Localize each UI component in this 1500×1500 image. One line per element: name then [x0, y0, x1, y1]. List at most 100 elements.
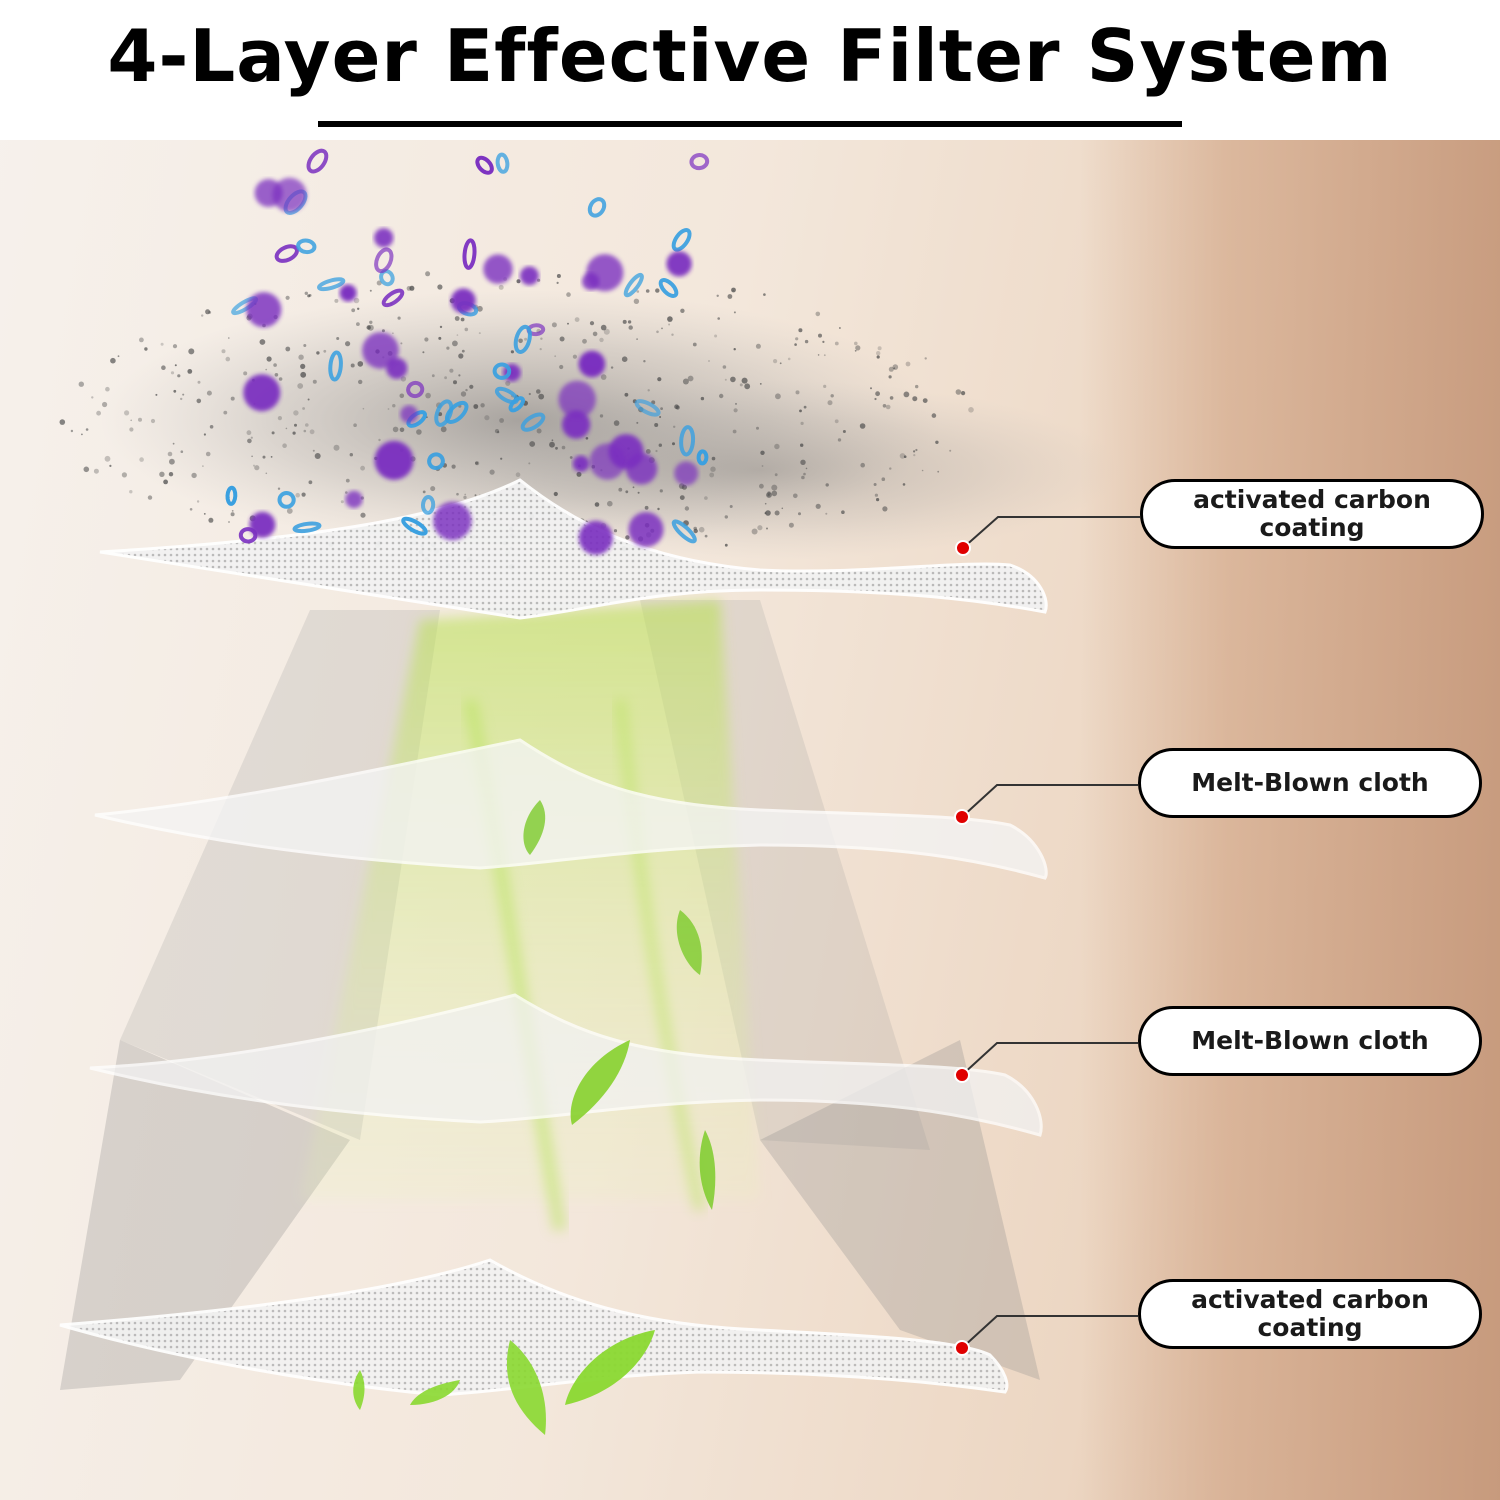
dust-particle: [387, 408, 390, 410]
dust-particle: [622, 319, 627, 324]
dust-particle: [285, 295, 290, 300]
dust-particle: [659, 416, 662, 418]
dust-particle: [536, 389, 541, 394]
dust-particle: [711, 456, 716, 461]
dust-particle: [453, 380, 457, 385]
dust-particle: [968, 407, 974, 413]
dust-particle: [704, 534, 708, 538]
dust-particle: [484, 415, 490, 421]
dust-particle: [362, 407, 365, 410]
dust-particle: [505, 380, 511, 386]
virus-icon: [674, 461, 699, 486]
dust-particle: [167, 451, 173, 457]
dust-particle: [684, 506, 690, 511]
leaf-icon: [523, 800, 546, 855]
dust-particle: [357, 361, 364, 367]
dust-particle: [771, 490, 778, 497]
dust-particle: [716, 294, 719, 297]
dust-particle: [719, 393, 724, 399]
title-underline: [318, 121, 1182, 127]
dust-particle: [800, 443, 804, 447]
dust-particle: [340, 500, 344, 504]
dust-particle: [733, 408, 738, 413]
dust-particle: [397, 316, 401, 320]
leaf-icon: [699, 1130, 716, 1210]
dust-particle: [859, 423, 866, 429]
dust-particle: [624, 392, 629, 397]
virus-icon: [339, 284, 357, 302]
dust-particle: [724, 543, 728, 547]
marker-dot: [954, 1340, 970, 1356]
dust-particle: [795, 337, 799, 341]
dust-particle: [129, 427, 134, 432]
dust-particle: [147, 495, 153, 500]
dust-particle: [172, 344, 178, 349]
dust-particle: [559, 336, 565, 342]
dust-particle: [830, 394, 834, 398]
dust-particle: [424, 337, 429, 342]
dust-particle: [610, 366, 614, 369]
dust-particle: [722, 365, 727, 369]
dust-particle: [621, 356, 628, 363]
dust-particle: [449, 368, 454, 373]
bacteria-icon: [381, 288, 405, 308]
dust-particle: [763, 293, 766, 296]
dust-particle: [353, 423, 357, 428]
dust-particle: [823, 384, 827, 388]
dust-particle: [582, 338, 587, 344]
dust-particle: [400, 342, 403, 345]
dust-particle: [645, 449, 651, 454]
virus-icon: [625, 453, 658, 485]
dust-particle: [349, 453, 353, 457]
dust-particle: [110, 357, 116, 364]
dust-particle: [805, 467, 808, 470]
dust-particle: [893, 367, 896, 370]
dust-particle: [271, 431, 275, 435]
dust-particle: [637, 491, 640, 494]
bacteria-icon: [225, 485, 238, 506]
dust-particle: [574, 317, 580, 322]
dust-particle: [599, 337, 604, 343]
dust-particle: [456, 334, 459, 336]
dust-particle: [877, 346, 882, 351]
dust-particle: [124, 410, 130, 416]
dust-particle: [305, 423, 309, 427]
dust-particle: [155, 393, 158, 396]
dust-particle: [316, 351, 320, 355]
bacteria-icon: [306, 148, 329, 174]
dust-particle: [764, 502, 767, 505]
virus-icon: [589, 443, 626, 480]
dust-particle: [230, 512, 235, 517]
dust-particle: [759, 383, 762, 385]
marker-dot: [955, 540, 971, 556]
dust-particle: [431, 374, 435, 378]
dust-particle: [144, 347, 148, 351]
filter-layer-1: [99, 478, 1048, 620]
dust-particle: [286, 508, 293, 514]
dust-particle: [378, 438, 381, 442]
dust-particle: [189, 508, 193, 511]
dust-particle: [150, 418, 156, 424]
dust-particle: [460, 317, 465, 322]
dust-particle: [196, 398, 202, 404]
dust-particle: [961, 391, 966, 396]
dust-particle: [837, 438, 842, 442]
dust-particle: [692, 342, 697, 347]
dust-particle: [600, 324, 607, 331]
marker-dot: [954, 809, 970, 825]
dust-particle: [839, 327, 841, 329]
dust-particle: [314, 453, 321, 459]
dust-particle: [589, 321, 595, 326]
dust-particle: [351, 308, 356, 313]
dust-particle: [464, 493, 467, 496]
leaf-icon: [410, 1380, 460, 1405]
virus-icon: [400, 405, 418, 424]
dust-particle: [277, 416, 282, 421]
dust-particle: [78, 381, 85, 387]
dust-particle: [693, 528, 698, 534]
dust-particle: [755, 343, 761, 349]
dust-particle: [841, 510, 845, 514]
dust-particle: [554, 355, 557, 358]
dust-particle: [922, 398, 928, 403]
dust-particle: [392, 404, 396, 408]
